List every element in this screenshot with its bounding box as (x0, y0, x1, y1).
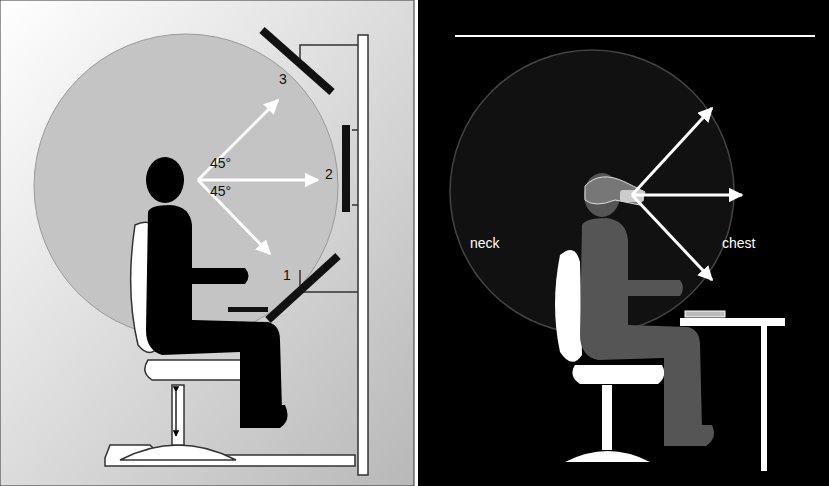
callout-number: 3 (279, 72, 287, 86)
monitor-1 (268, 256, 338, 320)
callout-number: 2 (325, 167, 333, 181)
region-label: chest (722, 236, 755, 250)
desk (680, 311, 785, 471)
callout-number: 1 (283, 268, 291, 282)
monitor-3 (262, 30, 332, 92)
angle-label: 45° (210, 156, 231, 170)
footrest (105, 445, 355, 466)
view-arrows (198, 100, 318, 254)
view-arrows-dark (632, 108, 742, 280)
person (146, 157, 288, 428)
angle-label: 45° (210, 184, 231, 198)
top-line (455, 35, 815, 37)
person-dark (580, 173, 714, 446)
left-panel (0, 0, 414, 486)
monitor-2 (342, 125, 350, 212)
keyboard (228, 307, 268, 312)
region-label: neck (470, 236, 500, 250)
right-panel (418, 0, 829, 486)
